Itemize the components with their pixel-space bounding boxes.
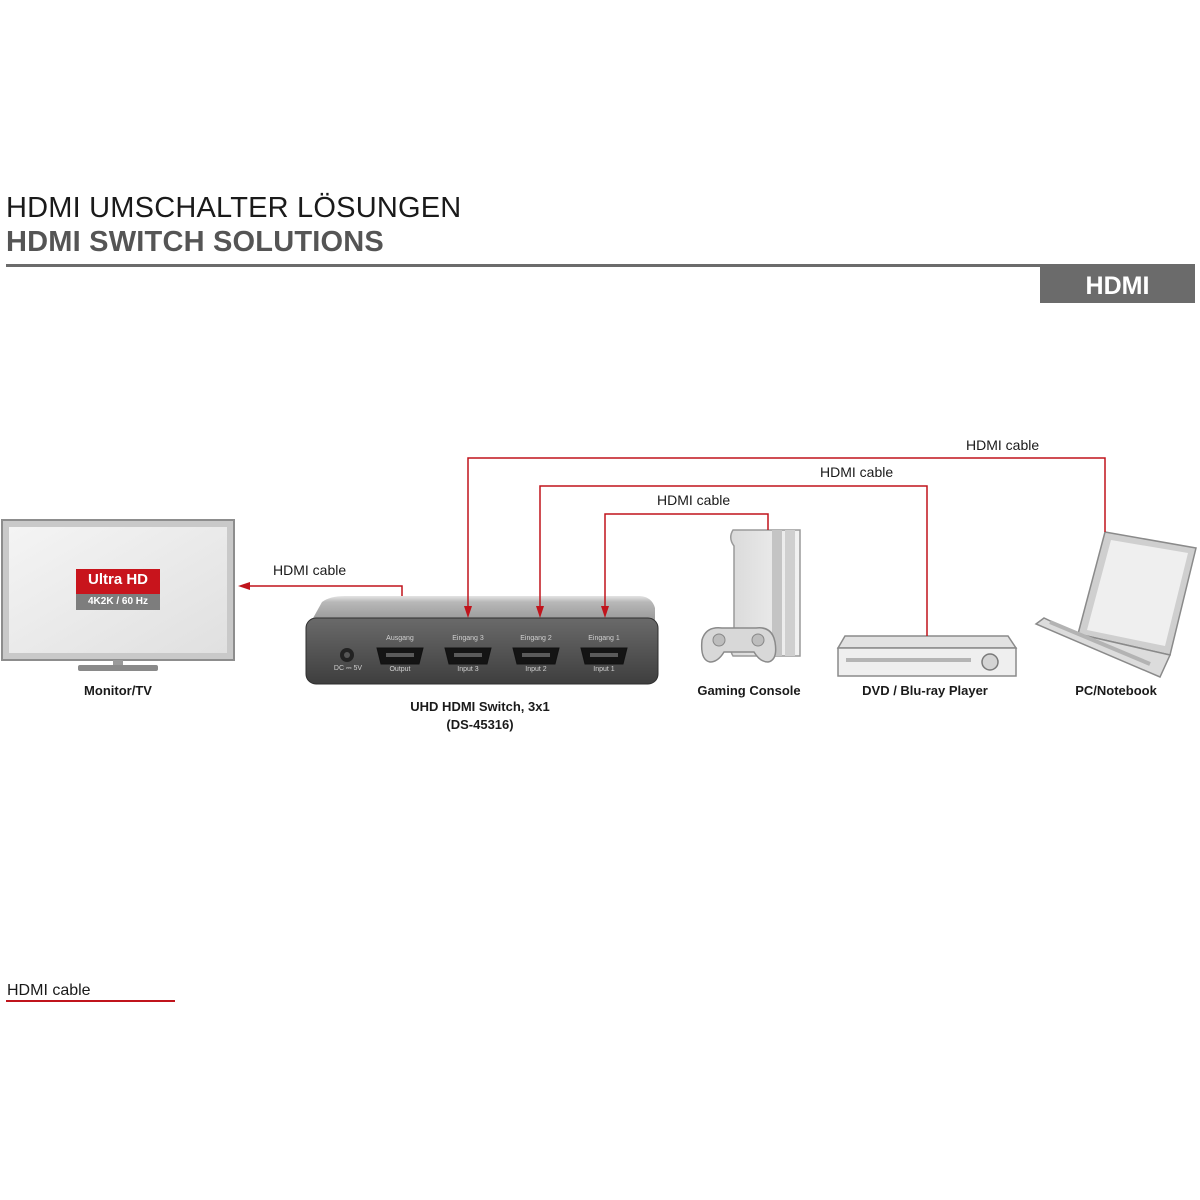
- header-divider: [6, 264, 1195, 267]
- cable-arrowheads: [238, 582, 609, 618]
- device-label-switch-name: UHD HDMI Switch, 3x1: [410, 699, 550, 714]
- switch-port-input3-bottom: Input 3: [457, 666, 479, 673]
- cable-label-console: HDMI cable: [657, 492, 731, 508]
- hdmi-badge: HDMI: [1040, 267, 1195, 303]
- device-label-monitor: Monitor/TV: [84, 683, 152, 698]
- notebook-icon: [1034, 531, 1197, 678]
- switch-dc-label: DC ⎓ 5V: [333, 665, 363, 672]
- switch-port-input1-bottom: Input 1: [593, 666, 615, 673]
- dvd-bluray-player-icon: [836, 635, 1018, 677]
- monitor-tv-icon: [1, 519, 235, 671]
- switch-port-input1-top: Eingang 1: [588, 635, 620, 642]
- title-german: HDMI UMSCHALTER LÖSUNGEN: [6, 192, 462, 224]
- device-label-pc: PC/Notebook: [1075, 683, 1157, 698]
- switch-port-input3-top: Eingang 3: [452, 635, 484, 642]
- hdmi-switch-icon: [305, 596, 659, 685]
- ultra-hd-spec-text: 4K2K / 60 Hz: [87, 596, 149, 607]
- cable-label-monitor: HDMI cable: [273, 562, 347, 578]
- cable-from-console: [604, 513, 769, 606]
- switch-port-input2-bottom: Input 2: [525, 666, 547, 673]
- cable-to-monitor: [250, 585, 403, 596]
- title-english: HDMI SWITCH SOLUTIONS: [6, 226, 384, 258]
- cable-label-pc: HDMI cable: [966, 437, 1040, 453]
- legend-label: HDMI cable: [7, 982, 91, 999]
- cable-from-pc: [467, 457, 1106, 606]
- cable-lines: [250, 457, 1106, 636]
- device-label-switch-model: (DS-45316): [446, 717, 514, 732]
- cable-from-player: [539, 485, 928, 636]
- legend-cable-line: [6, 1000, 175, 1002]
- device-label-console: Gaming Console: [697, 683, 801, 698]
- switch-port-input2-top: Eingang 2: [520, 635, 552, 642]
- device-label-player: DVD / Blu-ray Player: [862, 683, 988, 698]
- switch-port-output-top: Ausgang: [386, 635, 414, 642]
- cable-label-player: HDMI cable: [820, 464, 894, 480]
- gaming-console-icon: [700, 529, 801, 663]
- switch-port-output-bottom: Output: [389, 666, 411, 673]
- ultra-hd-logo-text: Ultra HD: [87, 571, 148, 588]
